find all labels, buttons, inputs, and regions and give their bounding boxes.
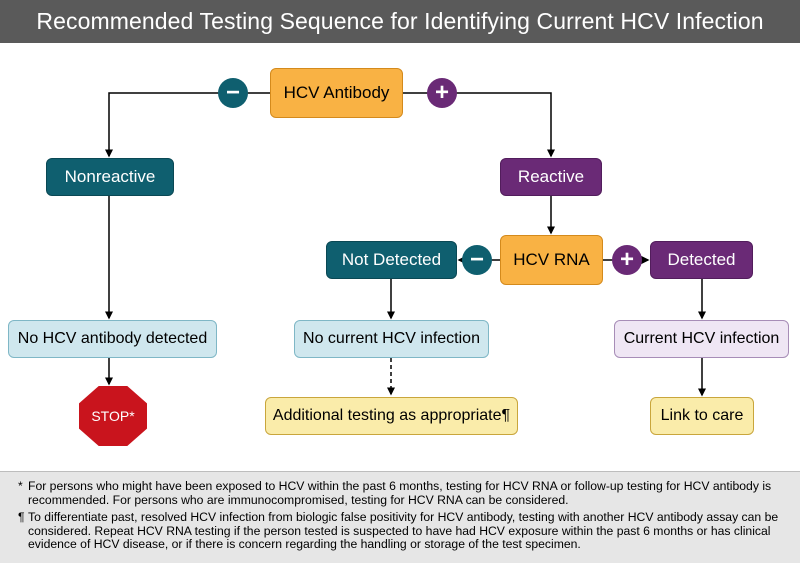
plus-icon: + [427, 78, 457, 108]
node-hcv-rna: HCV RNA [500, 235, 603, 285]
node-reactive: Reactive [500, 158, 602, 196]
minus-icon: − [218, 78, 248, 108]
node-nonreactive: Nonreactive [46, 158, 174, 196]
flow-connectors [105, 92, 706, 397]
plus-icon: + [612, 245, 642, 275]
minus-icon: − [462, 245, 492, 275]
node-detected: Detected [650, 241, 753, 279]
footnote-mark: * [18, 479, 23, 493]
node-not-detected: Not Detected [326, 241, 457, 279]
page-title: Recommended Testing Sequence for Identif… [0, 0, 800, 43]
connector-antibody-reactive [403, 92, 555, 158]
node-no-current-infection: No current HCV infection [294, 320, 489, 358]
footnote-text: For persons who might have been exposed … [28, 479, 772, 507]
node-hcv-antibody: HCV Antibody [270, 68, 403, 118]
footnotes-panel: * For persons who might have been expose… [0, 471, 800, 563]
stop-sign-icon: STOP* [79, 386, 147, 446]
connector-antibody-nonreactive [105, 92, 270, 158]
footnote-item: * For persons who might have been expose… [18, 479, 786, 507]
footnote-mark: ¶ [18, 510, 25, 524]
node-no-antibody-detected: No HCV antibody detected [8, 320, 217, 358]
stop-label: STOP* [91, 408, 135, 424]
node-link-to-care: Link to care [650, 397, 754, 435]
node-current-infection: Current HCV infection [614, 320, 789, 358]
footnote-item: ¶ To differentiate past, resolved HCV in… [18, 510, 786, 552]
node-additional-testing: Additional testing as appropriate¶ [265, 397, 518, 435]
footnote-text: To differentiate past, resolved HCV infe… [28, 510, 779, 551]
